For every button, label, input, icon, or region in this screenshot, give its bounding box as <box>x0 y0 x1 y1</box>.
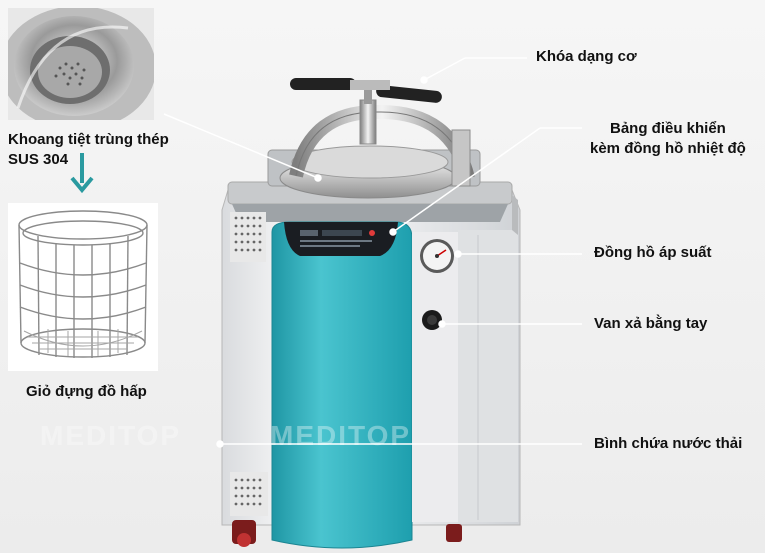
down-arrow-icon <box>70 153 94 194</box>
panel-label: Bảng điều khiển kèm đồng hồ nhiệt độ <box>590 119 746 159</box>
panel-label-line2: kèm đồng hồ nhiệt độ <box>590 140 746 157</box>
callout-lines <box>163 57 582 448</box>
panel-label-line1: Bảng điều khiển <box>609 120 726 137</box>
chamber-photo <box>8 8 154 120</box>
chamber-label-line2: SUS 304 <box>8 151 69 168</box>
basket-inset <box>8 203 158 371</box>
watermark: MEDITOP <box>270 420 412 451</box>
basket-label: Giỏ đựng đồ hấp <box>26 383 147 400</box>
chamber-label: Khoang tiệt trùng thép SUS 304 <box>8 130 169 170</box>
tank-label: Bình chứa nước thải <box>594 435 743 452</box>
chamber-label-line1: Khoang tiệt trùng thép <box>8 131 169 148</box>
basket-photo <box>8 203 158 371</box>
chamber-inset <box>8 8 154 120</box>
watermark: MEDITOP <box>40 420 182 451</box>
lock-label: Khóa dạng cơ <box>536 48 637 65</box>
pressure-gauge-label: Đồng hồ áp suất <box>594 244 712 261</box>
valve-label: Van xả bằng tay <box>594 315 708 332</box>
